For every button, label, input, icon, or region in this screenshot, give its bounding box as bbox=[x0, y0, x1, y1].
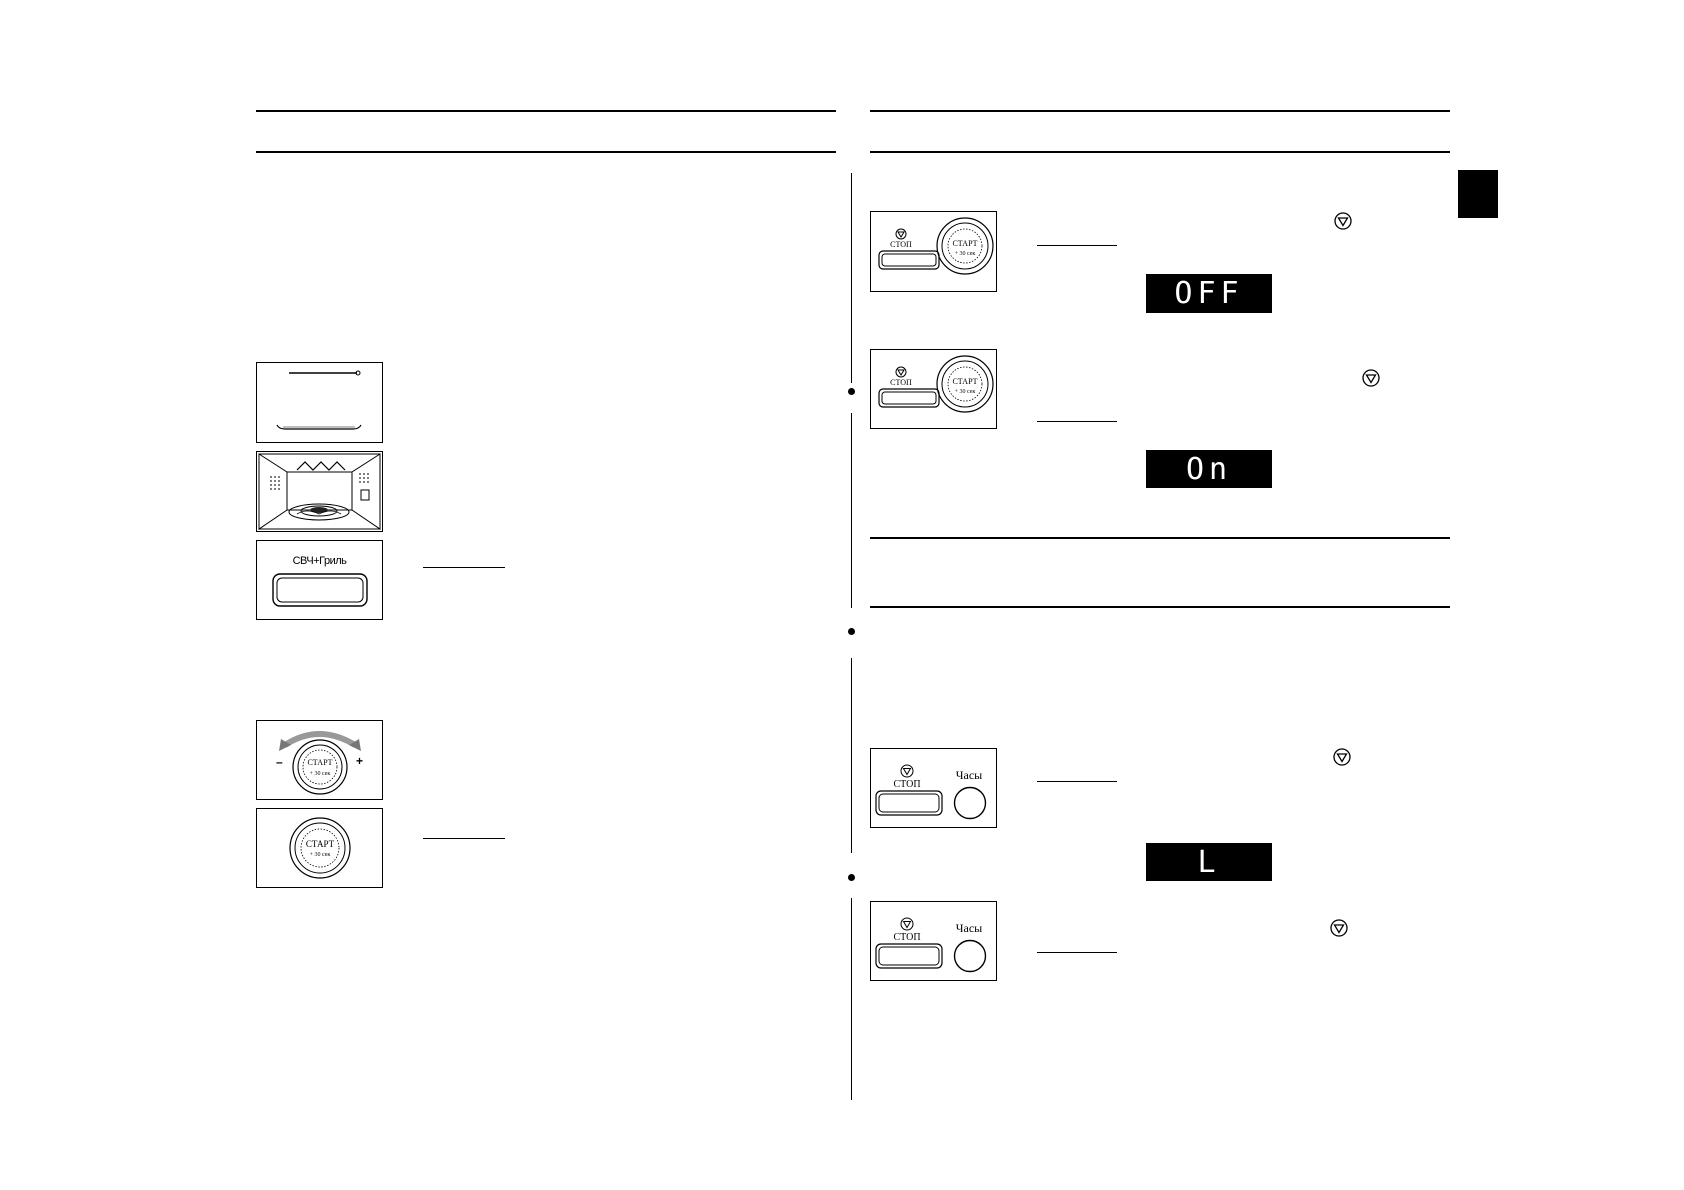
panel1-stop-button bbox=[878, 250, 940, 270]
panel3-clock-label: Часы bbox=[955, 768, 983, 782]
panel1-start-label: СТАРТ bbox=[952, 239, 978, 248]
dial-start-label: СТАРТ bbox=[307, 758, 333, 767]
panel4-clock-button bbox=[953, 939, 987, 973]
start-button-sublabel: + 30 сек bbox=[309, 852, 331, 858]
dial-plus-sign: + bbox=[356, 754, 364, 768]
panel3-stop-button bbox=[875, 790, 943, 816]
panel1-stop-label: СТОП bbox=[890, 240, 912, 249]
left-header-rule-top bbox=[256, 110, 836, 112]
panel4-clock-label: Часы bbox=[955, 921, 983, 935]
step-underline-5 bbox=[1037, 781, 1117, 782]
panel1-start-sublabel: + 30 сек bbox=[954, 251, 976, 257]
section2-rule-bottom bbox=[870, 606, 1450, 608]
stop-icon bbox=[1334, 212, 1352, 230]
display-beep-off: OFF bbox=[1146, 274, 1272, 313]
panel3-stop-label: СТОП bbox=[893, 779, 921, 790]
dial-arrows bbox=[279, 731, 361, 795]
step-underline-1 bbox=[423, 567, 505, 568]
panel4-stop-button bbox=[875, 943, 943, 969]
stop-icon bbox=[895, 366, 907, 378]
panel2-stop-label: СТОП bbox=[890, 378, 912, 387]
panel1-start-rings bbox=[936, 217, 994, 275]
bullet-3 bbox=[848, 874, 855, 881]
combi-mode-button-figure: СВЧ+Гриль bbox=[256, 540, 383, 620]
combi-mode-label: СВЧ+Гриль bbox=[292, 555, 347, 567]
stop-icon bbox=[895, 228, 907, 240]
panel3-clock-button bbox=[953, 786, 987, 820]
stop-clock-panel-2: СТОП Часы bbox=[870, 901, 997, 981]
step-underline-2 bbox=[423, 838, 505, 839]
panel2-stop-button bbox=[878, 388, 940, 408]
bullet-2 bbox=[848, 628, 855, 635]
stop-icon bbox=[900, 764, 914, 778]
margin-line-4 bbox=[851, 898, 852, 1100]
bullet-1 bbox=[848, 388, 855, 395]
combi-mode-button-shape bbox=[272, 573, 368, 607]
section2-rule-top bbox=[870, 537, 1450, 539]
language-tab-marker bbox=[1458, 170, 1498, 218]
stop-icon bbox=[900, 917, 914, 931]
stop-icon bbox=[1330, 919, 1348, 937]
step-underline-4 bbox=[1037, 421, 1117, 422]
panel2-start-rings bbox=[936, 355, 994, 413]
dial-figure: СТАРТ + 30 сек – + bbox=[256, 720, 383, 800]
grill-rack-illustration bbox=[276, 370, 362, 430]
left-header-rule-bottom bbox=[256, 151, 836, 153]
stop-icon bbox=[1362, 369, 1380, 387]
right-header-rule-bottom bbox=[870, 151, 1450, 153]
display-beep-on: On bbox=[1146, 450, 1272, 488]
grill-rack-figure bbox=[256, 362, 383, 443]
margin-line-1 bbox=[851, 173, 852, 383]
stop-icon bbox=[1333, 748, 1351, 766]
margin-line-3 bbox=[851, 658, 852, 853]
stop-clock-panel-1: СТОП Часы bbox=[870, 748, 997, 828]
panel2-start-sublabel: + 30 сек bbox=[954, 389, 976, 395]
right-header-rule-top bbox=[870, 110, 1450, 112]
start-button-label: СТАРТ bbox=[305, 839, 335, 849]
panel4-stop-label: СТОП bbox=[893, 932, 921, 943]
dial-minus-sign: – bbox=[276, 755, 283, 769]
oven-interior-figure bbox=[256, 451, 383, 532]
margin-line-2 bbox=[851, 413, 852, 608]
panel2-start-label: СТАРТ bbox=[952, 377, 978, 386]
start-button-figure: СТАРТ + 30 сек bbox=[256, 808, 383, 888]
stop-start-panel-2: СТОП СТАРТ + 30 сек bbox=[870, 349, 997, 429]
dial-start-sublabel: + 30 сек bbox=[309, 771, 331, 777]
display-child-lock: L bbox=[1146, 843, 1272, 881]
stop-start-panel-1: СТОП СТАРТ + 30 сек bbox=[870, 211, 997, 292]
step-underline-3 bbox=[1037, 245, 1117, 246]
oven-interior-illustration bbox=[258, 453, 381, 530]
start-button-rings bbox=[289, 817, 351, 879]
step-underline-6 bbox=[1037, 952, 1117, 953]
